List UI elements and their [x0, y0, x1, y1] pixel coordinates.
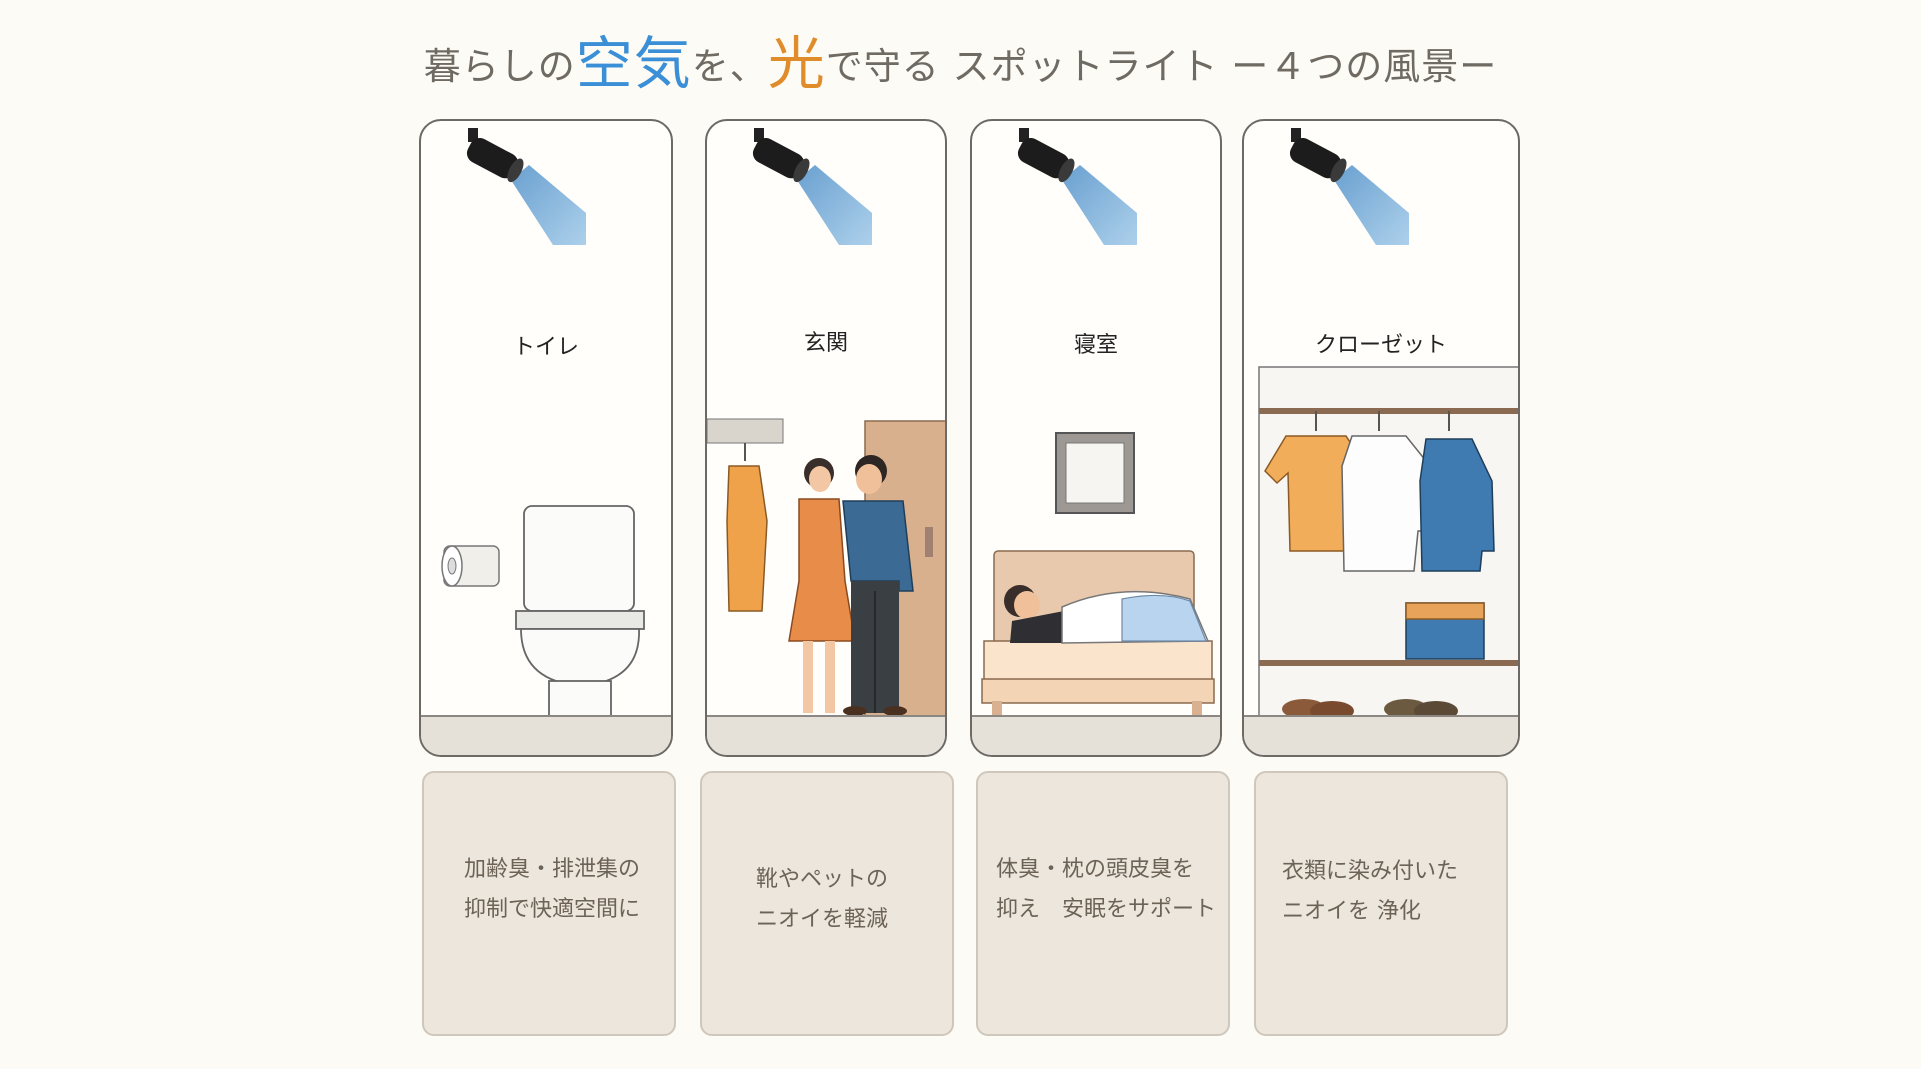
room-panel-entrance: 玄関	[705, 119, 947, 757]
closet-illustration	[1258, 366, 1518, 723]
entrance-illustration	[707, 418, 945, 722]
room-panel-bedroom: 寝室	[970, 119, 1222, 757]
caption-line: 加齢臭・排泄集の	[464, 857, 641, 882]
title-air: 空気	[575, 31, 692, 97]
caption-line: 衣類に染み付いた	[1282, 859, 1459, 884]
caption-line: 体臭・枕の頭皮臭を	[996, 857, 1195, 882]
caption-line: ニオイを 浄化	[1282, 899, 1421, 924]
caption-line: 抑え 安眠をサポート	[996, 897, 1217, 922]
caption-box-bedroom: 体臭・枕の頭皮臭を 抑え 安眠をサポート	[976, 771, 1230, 1036]
caption-line: ニオイを軽減	[756, 907, 889, 932]
floor	[707, 715, 945, 755]
room-panel-toilet: トイレ	[419, 119, 673, 757]
room-label-closet: クローゼット	[1314, 333, 1447, 358]
title-part3: で守る スポットライト ー４つの風景ー	[825, 45, 1498, 88]
bedroom-illustration	[981, 432, 1215, 721]
room-label-entrance: 玄関	[803, 331, 848, 356]
room-label-toilet: トイレ	[512, 335, 579, 360]
caption-box-closet: 衣類に染み付いた ニオイを 浄化	[1254, 771, 1508, 1036]
title-part1: 暮らしの	[423, 45, 576, 88]
caption-box-toilet: 加齢臭・排泄集の 抑制で快適空間に	[422, 771, 676, 1036]
page-title: 暮らしの空気を、光で守る スポットライト ー４つの風景ー	[0, 18, 1921, 100]
title-part2: を、	[691, 45, 768, 88]
caption-line: 靴やペットの	[756, 867, 889, 892]
floor	[972, 715, 1220, 755]
floor	[421, 715, 671, 755]
toilet-illustration	[441, 505, 645, 722]
room-panel-closet: クローゼット	[1242, 119, 1520, 757]
title-light: 光	[767, 31, 826, 97]
caption-box-entrance: 靴やペットの ニオイを軽減	[700, 771, 954, 1036]
caption-line: 抑制で快適空間に	[464, 897, 641, 922]
floor	[1244, 715, 1518, 755]
room-label-bedroom: 寝室	[1073, 333, 1118, 358]
